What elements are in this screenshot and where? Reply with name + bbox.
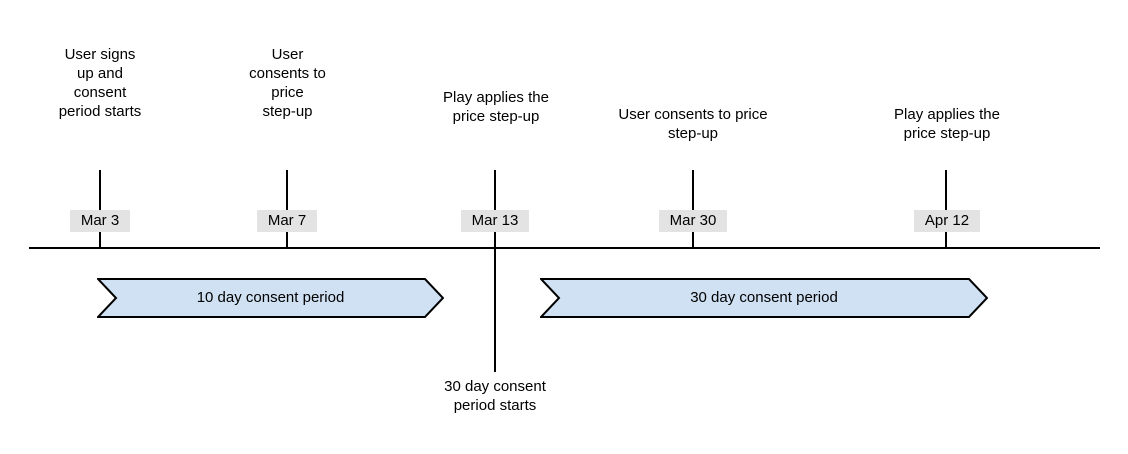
event-date-consent-2: Mar 30: [659, 210, 727, 232]
event-tick-stepup-2: [945, 170, 947, 210]
event-date-stepup-2: Apr 12: [914, 210, 980, 232]
event-date-stepup-1: Mar 13: [461, 210, 529, 232]
event-caption-signup: User signs up and consent period starts: [58, 46, 142, 120]
period-band-30-day: 30 day consent period: [540, 278, 988, 318]
event-tick-stepup-1-lower: [494, 232, 496, 372]
period-label-10-day: 10 day consent period: [196, 289, 345, 306]
timeline-axis: [29, 247, 1100, 249]
event-tick-consent-2-lower: [692, 232, 694, 248]
event-caption-consent-2: User consents to price step-up: [618, 106, 768, 142]
period-band-10-day: 10 day consent period: [97, 278, 444, 318]
event-caption-stepup-2: Play applies the price step-up: [894, 106, 1000, 142]
event-tick-stepup-2-lower: [945, 232, 947, 248]
chevron-shape-30-day: [540, 278, 988, 318]
chevron-shape-10-day: [97, 278, 444, 318]
event-tick-signup-lower: [99, 232, 101, 248]
event-caption-consent-1: User consents to price step-up: [249, 46, 326, 120]
event-tick-consent-1-lower: [286, 232, 288, 248]
annotation-thirty-day-start: 30 day consent period starts: [444, 378, 546, 414]
event-tick-consent-1: [286, 170, 288, 210]
event-tick-consent-2: [692, 170, 694, 210]
event-caption-stepup-1: Play applies the price step-up: [443, 89, 549, 125]
event-tick-stepup-1: [494, 170, 496, 210]
event-tick-signup: [99, 170, 101, 210]
event-date-consent-1: Mar 7: [257, 210, 317, 232]
event-date-signup: Mar 3: [70, 210, 130, 232]
period-label-30-day: 30 day consent period: [690, 289, 838, 306]
